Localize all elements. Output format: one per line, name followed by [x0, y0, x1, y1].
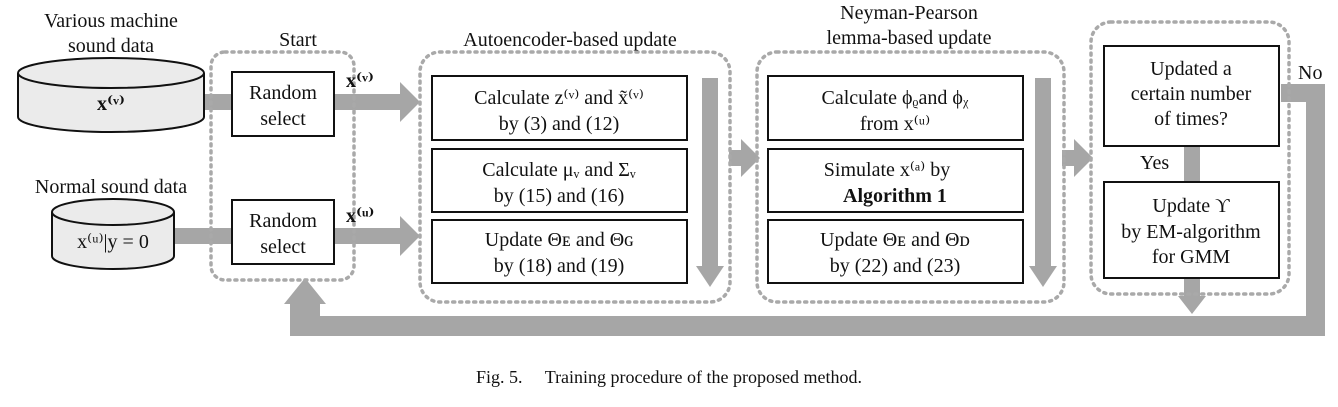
autoencoder-group-border	[418, 50, 732, 304]
normal-sound-symbol: x⁽ᵘ⁾|y = 0	[77, 231, 149, 253]
normal-sound-cylinder: Normal sound data x⁽ᵘ⁾|y = 0	[35, 176, 187, 270]
arrow-select-top-to-ae-shaft	[334, 94, 402, 110]
arrow-yes-shaft	[1184, 146, 1200, 182]
arrow-ae-down-shaft	[702, 78, 718, 268]
arrow-return-bottom	[290, 316, 1325, 336]
ae-step-1-box	[431, 75, 688, 141]
np-step-1-line1: Calculate ϕᵨand ϕᵪ	[821, 87, 968, 109]
ae-step-1-line1: Calculate z⁽ᵛ⁾ and x̃⁽ᵛ⁾	[474, 87, 644, 109]
selected-normal-sample-label: x⁽ᵘ⁾	[346, 205, 374, 227]
np-step-1-box	[767, 75, 1024, 141]
arrow-np-down-shaft	[1035, 78, 1051, 268]
gmm-line1: Update ϒ	[1152, 195, 1230, 217]
random-select-top-line2: select	[260, 108, 306, 130]
no-label: No	[1298, 62, 1322, 84]
arrow-np-to-decision-head	[1074, 139, 1093, 177]
figure-caption: Fig. 5. Training procedure of the propos…	[476, 367, 862, 387]
start-group-border	[209, 50, 356, 282]
gmm-update-box	[1103, 181, 1280, 279]
gmm-line2: by EM-algorithm	[1121, 221, 1261, 243]
normal-sound-title: Normal sound data	[35, 176, 187, 198]
neyman-group-border	[755, 50, 1066, 304]
np-step-3-box	[767, 219, 1024, 284]
flow-arrows	[173, 78, 1325, 336]
arrow-select-bottom-to-ae-shaft	[334, 228, 402, 244]
random-select-top-line1: Random	[249, 82, 317, 104]
decision-group-border	[1089, 20, 1291, 296]
ae-step-3-line1: Update Θᴇ and Θɢ	[485, 229, 634, 251]
arrow-ae-down-head	[696, 266, 724, 287]
ae-step-3-box	[431, 219, 688, 284]
neyman-header-line2: lemma-based update	[827, 27, 992, 49]
gmm-line3: for GMM	[1152, 246, 1231, 268]
machine-sound-title-line2: sound data	[68, 35, 154, 57]
ae-step-2-line2: by (15) and (16)	[494, 185, 625, 207]
machine-sound-symbol: x⁽ᵛ⁾	[97, 93, 125, 115]
random-select-bottom-line1: Random	[249, 210, 317, 232]
ae-step-3-line2: by (18) and (19)	[494, 255, 625, 277]
np-step-1-line2: from x⁽ᵘ⁾	[860, 113, 930, 135]
arrow-return-up-head	[284, 278, 326, 304]
arrow-ae-to-np-shaft	[729, 150, 743, 166]
yes-label: Yes	[1140, 152, 1169, 174]
start-header: Start	[279, 29, 317, 51]
random-select-bottom-box	[231, 199, 335, 265]
ae-step-2-box	[431, 148, 688, 213]
neyman-header-line1: Neyman-Pearson	[840, 2, 978, 24]
np-step-2-box	[767, 148, 1024, 213]
ae-step-1-line2: by (3) and (12)	[499, 113, 620, 135]
machine-sound-title-line1: Various machine	[44, 10, 178, 32]
arrow-np-down-head	[1029, 266, 1057, 287]
np-step-3-line2: by (22) and (23)	[830, 255, 961, 277]
machine-sound-cylinder: Various machine sound data x⁽ᵛ⁾	[17, 10, 205, 133]
autoencoder-header: Autoencoder-based update	[463, 29, 677, 51]
arrow-return-up-shaft	[290, 302, 320, 336]
decision-line3: of times?	[1154, 108, 1228, 130]
random-select-top-box	[231, 71, 335, 137]
decision-line2: certain number	[1131, 83, 1252, 105]
arrow-no-vertical	[1306, 84, 1325, 336]
arrow-select-top-to-ae-head	[400, 82, 420, 122]
ae-step-2-line1: Calculate μᵥ and Σᵥ	[482, 159, 636, 181]
decision-box	[1103, 45, 1280, 147]
random-select-bottom-line2: select	[260, 236, 306, 258]
arrow-machine-to-select	[203, 94, 233, 110]
arrow-normal-to-select	[173, 228, 233, 244]
training-procedure-diagram: Various machine sound data x⁽ᵛ⁾ Normal s…	[17, 2, 1325, 336]
arrow-gmm-down-head	[1178, 296, 1206, 314]
arrow-select-bottom-to-ae-head	[400, 216, 420, 256]
arrow-ae-to-np-head	[741, 139, 760, 177]
np-step-2-line2: Algorithm 1	[843, 185, 947, 207]
selected-machine-sample-label: x⁽ᵛ⁾	[346, 70, 374, 92]
np-step-2-line1: Simulate x⁽ᵃ⁾ by	[824, 159, 950, 181]
decision-line1: Updated a	[1150, 58, 1232, 80]
np-step-3-line1: Update Θᴇ and Θᴅ	[820, 229, 970, 251]
